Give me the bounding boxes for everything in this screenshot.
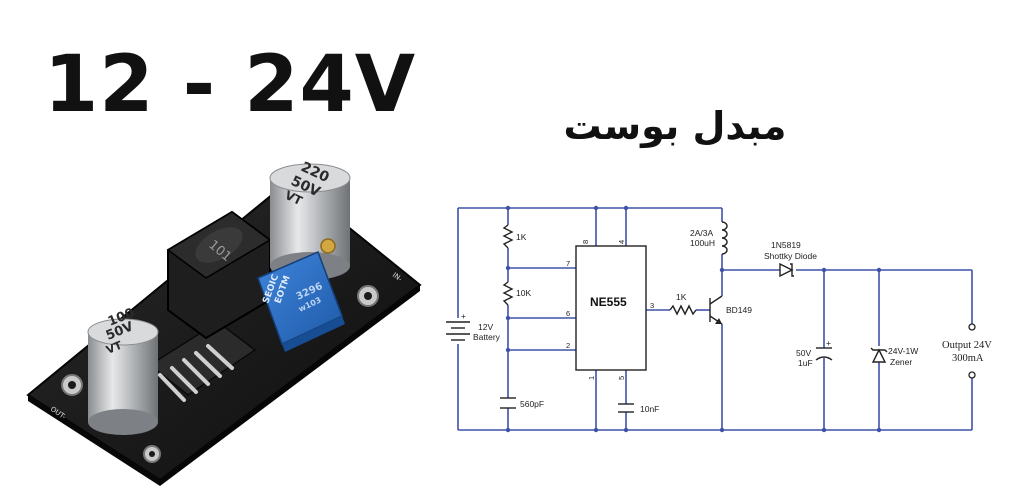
battery-plus-sign: + bbox=[461, 311, 466, 321]
ic-pin-5: 5 bbox=[617, 376, 626, 380]
headline: 12 - 24V bbox=[44, 40, 417, 130]
battery-label: Battery bbox=[473, 332, 501, 342]
schottky-diode-symbol bbox=[779, 262, 794, 278]
capacitor-output-symbol bbox=[815, 347, 833, 361]
inductor-symbol bbox=[721, 221, 728, 255]
capacitor-timing-label: 560pF bbox=[520, 399, 544, 409]
capacitor-output-label: 1uF bbox=[798, 358, 813, 368]
output-terminal-positive bbox=[968, 323, 976, 331]
capacitor-small-marking: VT bbox=[104, 339, 124, 357]
inductor: 101 bbox=[166, 210, 272, 340]
resistor-r3-symbol bbox=[669, 304, 697, 316]
ic-pin-8: 8 bbox=[581, 240, 590, 244]
capacitor-output-plus: + bbox=[826, 338, 831, 348]
ic-pin-1: 1 bbox=[587, 376, 596, 380]
resistor-r1-label: 1K bbox=[516, 232, 527, 242]
capacitor-timing-symbol bbox=[500, 397, 516, 409]
resistor-r2-symbol bbox=[502, 281, 514, 306]
resistor-r3-label: 1K bbox=[676, 292, 687, 302]
adjust-screw bbox=[320, 238, 336, 254]
output-label: Output 24V bbox=[942, 340, 992, 351]
capacitor-control-symbol bbox=[618, 403, 634, 413]
subtitle: مبدل بوست bbox=[563, 104, 787, 148]
transistor-label: BD149 bbox=[726, 305, 752, 315]
ic-pin-3: 3 bbox=[650, 301, 654, 310]
ic-pin-6: 6 bbox=[566, 309, 570, 318]
boost-converter-board: OUT- IN- 101 220 50V VT 3296 w103 SEOIC … bbox=[26, 159, 422, 486]
ic-pin-7: 7 bbox=[566, 259, 570, 268]
capacitor-output-label: 50V bbox=[796, 348, 811, 358]
ic-pin-4: 4 bbox=[617, 240, 626, 244]
zener-label: Zener bbox=[890, 357, 912, 367]
transistor-symbol bbox=[709, 295, 723, 325]
capacitor-control-label: 10nF bbox=[640, 404, 659, 414]
trimmer-potentiometer: 3296 w103 SEOIC EOTM bbox=[257, 238, 345, 352]
pcb-edge bbox=[28, 395, 160, 486]
mounting-hole bbox=[68, 381, 76, 389]
mounting-hole bbox=[149, 451, 155, 457]
ne555-ic-label: NE555 bbox=[590, 295, 627, 309]
ne555-ic bbox=[575, 245, 647, 371]
resistor-r1-symbol bbox=[502, 224, 514, 249]
output-label: 300mA bbox=[952, 353, 984, 364]
mounting-hole bbox=[364, 292, 372, 300]
chip-pins bbox=[158, 344, 234, 402]
junction-dots bbox=[505, 205, 882, 433]
diode-label: Shottky Diode bbox=[764, 251, 817, 261]
resistor-r2-label: 10K bbox=[516, 288, 531, 298]
ic-pin-2: 2 bbox=[566, 341, 570, 350]
battery-symbol bbox=[444, 318, 472, 344]
zener-label: 24V-1W bbox=[888, 346, 918, 356]
output-terminal-negative bbox=[968, 371, 976, 379]
inductor-label: 100uH bbox=[690, 238, 715, 248]
zener-diode-symbol bbox=[870, 347, 888, 363]
capacitor-small: 100 50V VT bbox=[87, 306, 159, 435]
battery-label: 12V bbox=[478, 322, 493, 332]
pcb-edge bbox=[160, 285, 420, 486]
inductor-label: 2A/3A bbox=[690, 228, 713, 238]
diode-label: 1N5819 bbox=[771, 240, 801, 250]
